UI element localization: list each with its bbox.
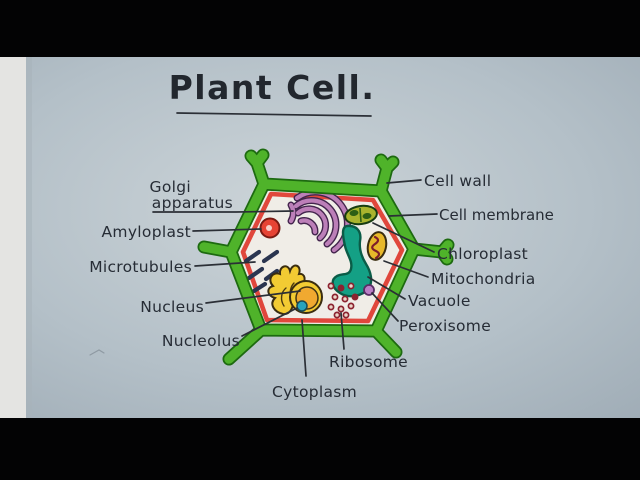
amyloplast-pointer-line — [192, 228, 262, 232]
paper-edge-shadow — [26, 57, 32, 418]
label-ribosome: Ribosome — [329, 353, 408, 371]
labels: Golgi apparatus Amyloplast Microtubules … — [89, 172, 554, 401]
label-mitochondria: Mitochondria — [431, 270, 536, 288]
cell-wall-pointer-line — [386, 179, 422, 184]
peroxisome-pointer-line — [371, 292, 399, 322]
label-cell-membrane: Cell membrane — [439, 206, 554, 224]
chloroplast-pointer-line — [372, 222, 435, 253]
chloroplast-granum — [349, 209, 359, 217]
microtubules-pointer-line — [194, 261, 256, 267]
nucleus-pointer-line — [205, 290, 301, 304]
microtubules-shape — [243, 249, 280, 294]
golgi-apparatus-shape — [287, 188, 351, 254]
cell-wall-shape — [197, 148, 455, 366]
mitochondria-pointer-line — [383, 260, 429, 278]
mitochondria-shape — [366, 231, 388, 261]
golgi-pointer-line — [152, 210, 294, 213]
label-nucleus: Nucleus — [140, 298, 204, 316]
chloroplast-stripe — [359, 207, 362, 223]
pencil-mark — [89, 349, 105, 356]
label-chloroplast: Chloroplast — [437, 245, 528, 263]
label-amyloplast: Amyloplast — [102, 223, 191, 241]
title-underline — [176, 112, 372, 117]
label-cell-wall: Cell wall — [424, 172, 491, 190]
cell-membrane-shape — [240, 191, 405, 324]
ribosome-pointer-line — [340, 312, 345, 350]
amyloplast-shape — [259, 217, 281, 239]
label-golgi-line1: Golgi — [150, 178, 191, 196]
pointer-lines — [152, 179, 438, 377]
amyloplast-center-dot — [266, 225, 272, 231]
mitochondria-cristae — [371, 235, 381, 260]
label-cytoplasm: Cytoplasm — [272, 383, 357, 401]
nucleolus-pointer-line — [241, 307, 298, 337]
paper-left-edge — [0, 57, 26, 418]
label-microtubules: Microtubules — [89, 258, 192, 276]
ribosome-dots — [327, 282, 359, 319]
cell-membrane-pointer-line — [388, 213, 438, 217]
label-vacuole: Vacuole — [408, 292, 471, 310]
label-golgi-line2: apparatus — [152, 194, 233, 212]
cytoplasm-pointer-line — [301, 319, 307, 377]
chloroplast-shape — [344, 204, 378, 226]
nucleus-shape — [289, 280, 323, 314]
vacuole-pointer-line — [367, 276, 406, 300]
page-title: Plant Cell. — [169, 68, 376, 107]
nucleolus-shape — [296, 300, 308, 312]
label-peroxisome: Peroxisome — [399, 317, 491, 335]
vacuole-shape — [331, 224, 373, 298]
label-nucleolus: Nucleolus — [162, 332, 240, 350]
chloroplast-granum — [362, 212, 372, 220]
